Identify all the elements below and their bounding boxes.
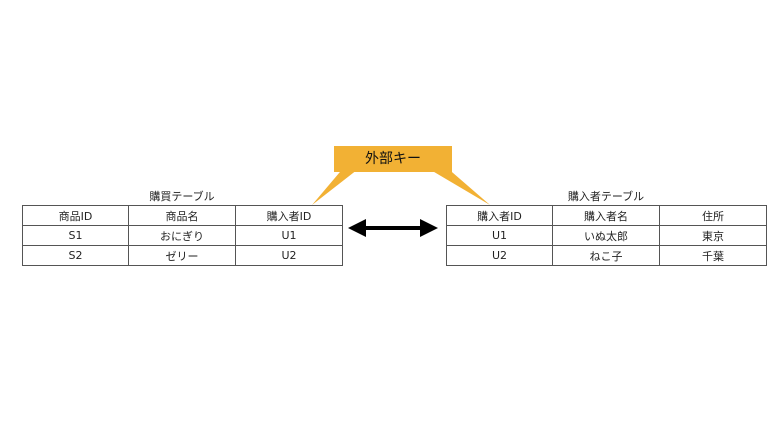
table-row: U2 ねこ子 千葉 (446, 245, 767, 266)
callout-pointer-right (424, 166, 490, 205)
table-cell: U1 (446, 225, 553, 246)
purchase-table: 商品ID 商品名 購入者ID S1 おにぎり U1 S2 ゼリー U2 (22, 205, 343, 266)
header-cell: 商品ID (22, 205, 129, 226)
right-table-title: 購入者テーブル (567, 190, 645, 203)
table-cell: ねこ子 (552, 245, 660, 266)
table-cell: ゼリー (128, 245, 236, 266)
table-row: U1 いぬ太郎 東京 (446, 225, 767, 246)
header-cell: 購入者名 (552, 205, 660, 226)
left-table-title: 購買テーブル (149, 190, 215, 203)
callout-label: 外部キー (365, 151, 421, 167)
arrow-head-right-icon (420, 219, 438, 237)
table-row: S2 ゼリー U2 (22, 245, 343, 266)
table-cell: U2 (446, 245, 553, 266)
table-cell: いぬ太郎 (552, 225, 660, 246)
table-row: S1 おにぎり U1 (22, 225, 343, 246)
table-cell: S2 (22, 245, 129, 266)
callout-box (334, 146, 452, 172)
header-cell: 住所 (659, 205, 767, 226)
table-cell: おにぎり (128, 225, 236, 246)
purchaser-table: 購入者ID 購入者名 住所 U1 いぬ太郎 東京 U2 ねこ子 千葉 (446, 205, 767, 266)
table-cell: U2 (235, 245, 343, 266)
header-cell: 購入者ID (235, 205, 343, 226)
table-cell: 千葉 (659, 245, 767, 266)
table-header-row: 購入者ID 購入者名 住所 (446, 205, 767, 226)
header-cell: 購入者ID (446, 205, 553, 226)
callout-pointer-left (312, 166, 362, 205)
table-cell: 東京 (659, 225, 767, 246)
arrow-head-left-icon (348, 219, 366, 237)
